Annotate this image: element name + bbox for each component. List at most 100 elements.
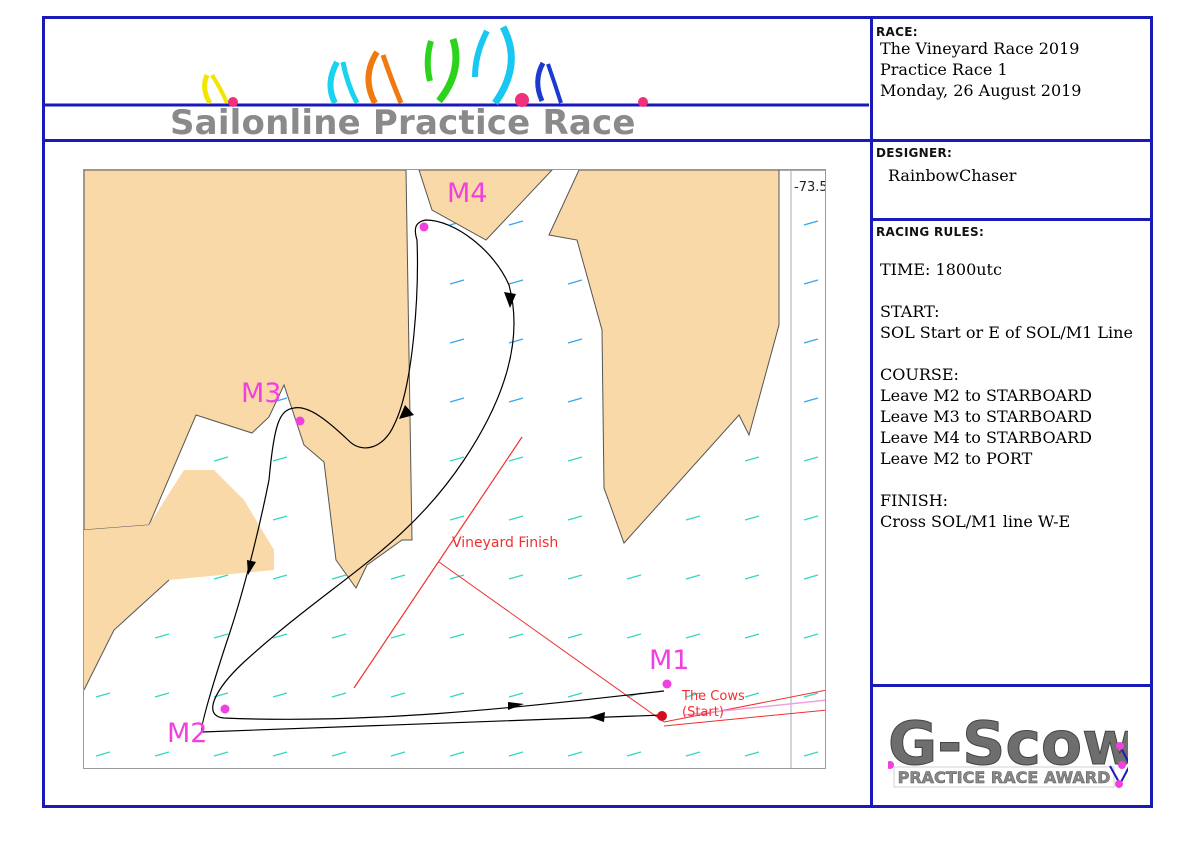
award-accent-icon (1109, 745, 1128, 787)
logo-dot (228, 97, 238, 107)
designer-name: RainbowChaser (888, 166, 1017, 185)
finish-label: Vineyard Finish (452, 535, 559, 551)
wind-barb (449, 338, 465, 344)
race-heading: RACE: (876, 25, 918, 39)
wind-barb (567, 515, 583, 521)
wind-barb (272, 692, 288, 698)
poster-frame (42, 16, 1153, 808)
wind-barb (626, 633, 642, 639)
start-line (663, 709, 825, 727)
rules-course-line: Leave M4 to STARBOARD (880, 428, 1092, 447)
wind-barb (390, 633, 406, 639)
wind-barb (449, 692, 465, 698)
wind-barb (803, 338, 819, 344)
wind-barb (567, 633, 583, 639)
race-divider (871, 139, 1153, 142)
wind-barb (626, 751, 642, 757)
wind-barb (213, 751, 229, 757)
wind-barb (508, 751, 524, 757)
sail-yellow (202, 74, 213, 105)
sail-orange (365, 50, 380, 105)
start-line (663, 689, 825, 723)
wind-barb (744, 515, 760, 521)
wind-barb (449, 279, 465, 285)
award-dot (1115, 780, 1123, 788)
wind-barb (449, 574, 465, 580)
wind-barb (567, 574, 583, 580)
start-name: The Cows (682, 689, 745, 704)
wind-barb (803, 456, 819, 462)
land-east (548, 170, 825, 544)
finish-leg (438, 561, 665, 723)
wind-barb (508, 279, 524, 285)
rules-course-label: COURSE: (880, 365, 959, 384)
longitude-label: -73.5 (794, 180, 826, 195)
race-subtitle: Practice Race 1 (880, 60, 1008, 79)
wind-barb (331, 633, 347, 639)
race-date: Monday, 26 August 2019 (880, 81, 1082, 100)
start-line-pink (683, 699, 825, 716)
wind-barb (567, 397, 583, 403)
sail-green (424, 40, 434, 82)
wind-barb (508, 338, 524, 344)
wind-barb (449, 633, 465, 639)
route-arrow (504, 292, 516, 308)
wind-barb (803, 220, 819, 226)
wind-barb (744, 456, 760, 462)
rules-course-line: Leave M2 to PORT (880, 449, 1033, 468)
wind-barb (154, 692, 170, 698)
wind-barb (508, 397, 524, 403)
land-north (418, 170, 553, 241)
mark-m3 (295, 416, 305, 426)
wind-barb (95, 751, 111, 757)
finish-line (353, 436, 523, 689)
land-west (84, 170, 413, 589)
wind-barb (744, 574, 760, 580)
wind-barb (744, 751, 760, 757)
wind-barb (508, 515, 524, 521)
route-arrow (508, 702, 524, 710)
route-arrow (589, 712, 605, 722)
start-boat-icon (657, 711, 667, 721)
wind-barb (508, 220, 524, 226)
wind-barb (449, 515, 465, 521)
wind-barb (567, 692, 583, 698)
wind-barb (331, 692, 347, 698)
route-arrow (399, 405, 414, 419)
mark-label-m4: M4 (447, 178, 488, 209)
mark-m2 (220, 704, 230, 714)
mark-m4 (419, 222, 429, 232)
sail-cyan-big (472, 29, 490, 78)
wind-barb (272, 633, 288, 639)
rules-start-label: START: (880, 302, 940, 321)
wind-barb (685, 633, 701, 639)
wind-barb (508, 633, 524, 639)
rules-course-line: Leave M3 to STARBOARD (880, 407, 1092, 426)
wind-barb (449, 456, 465, 462)
wind-barb (272, 515, 288, 521)
wind-barb (803, 574, 819, 580)
wind-barb (803, 692, 819, 698)
wind-barb (626, 574, 642, 580)
wind-barb (154, 751, 170, 757)
logo-dot (515, 93, 529, 107)
award-subtitle: PRACTICE RACE AWARD (898, 768, 1111, 787)
wind-barb (390, 751, 406, 757)
wind-barb (449, 397, 465, 403)
wind-barb (803, 633, 819, 639)
wind-barb (744, 692, 760, 698)
wind-barb (744, 633, 760, 639)
rules-time: TIME: 1800utc (880, 260, 1002, 279)
logo-dot (638, 97, 648, 107)
wind-barb (154, 633, 170, 639)
rules-finish-label: FINISH: (880, 491, 949, 510)
mark-label-m3: M3 (241, 378, 282, 409)
wind-barb (508, 692, 524, 698)
award-dot (888, 761, 894, 769)
wind-barb (567, 338, 583, 344)
wind-barb (213, 633, 229, 639)
wind-barb (213, 574, 229, 580)
wind-barb (685, 692, 701, 698)
wind-barb (567, 751, 583, 757)
designer-heading: DESIGNER: (876, 146, 953, 160)
